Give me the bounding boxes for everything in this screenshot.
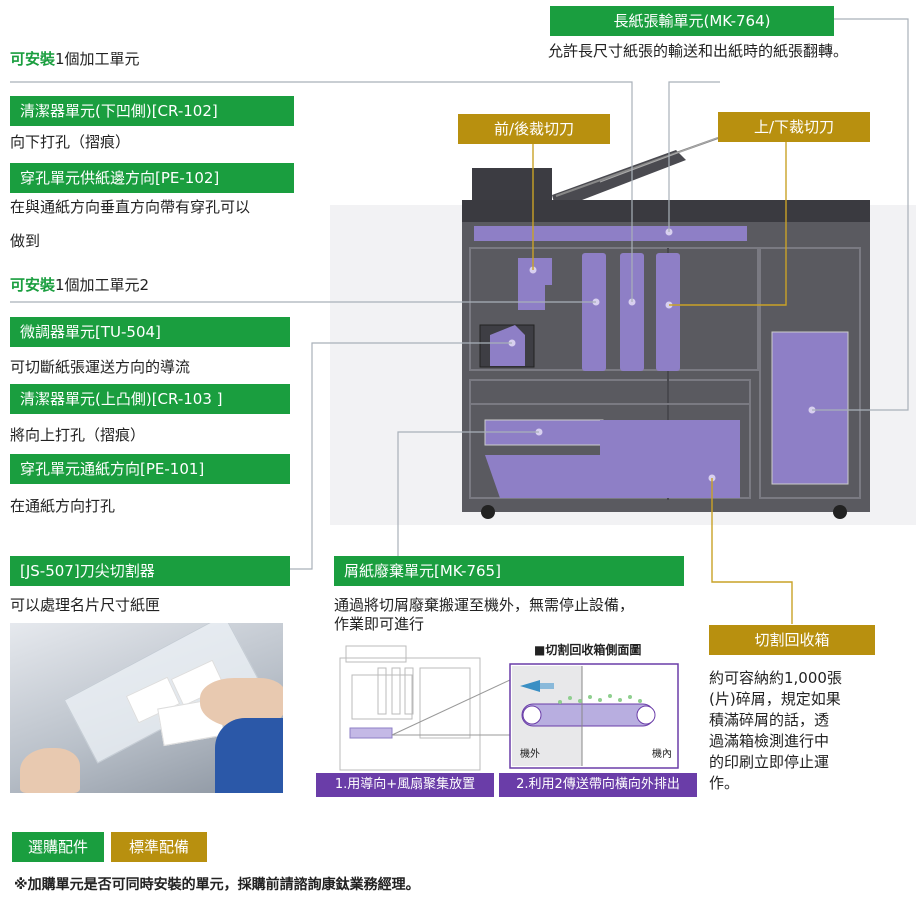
cutting-box-line: 過滿箱檢測進行中: [709, 732, 830, 750]
front-back-cutter-tag: 前/後裁切刀: [458, 114, 610, 144]
cutting-box-line: 積滿碎屑的話，透: [709, 711, 830, 729]
cutting-box-desc: 約可容納約1,000張 (片)碎屑，規定如果 積滿碎屑的話，透 過滿箱檢測進行中…: [709, 668, 842, 794]
tu504-tag: 微調器單元[TU-504]: [10, 317, 290, 347]
side-view-inside-label: 機內: [652, 749, 672, 760]
pe101-desc: 在通紙方向打孔: [10, 497, 116, 515]
cutting-box-tag: 切割回收箱: [709, 625, 875, 655]
cutting-box-line: (片)碎屑，規定如果: [709, 690, 841, 708]
unit1-suffix: 1個加工單元: [55, 50, 140, 68]
side-view-diagram: [339, 645, 679, 771]
up-down-cutter-tag: 上/下裁切刀: [718, 112, 870, 142]
cutting-box-line: 作。: [709, 774, 740, 792]
legend-optional: 選購配件: [12, 832, 104, 862]
tu504-desc: 可切斷紙張運送方向的導流: [10, 358, 191, 376]
pe102-desc-2: 做到: [10, 232, 41, 250]
caption-1: 1.用導向+風扇聚集放置: [316, 773, 494, 797]
unit2-title: 可安裝1個加工單元2: [10, 274, 149, 295]
pe102-tag: 穿孔單元供紙邊方向[PE-102]: [10, 163, 294, 193]
side-view-title: ■切割回收箱側面圖: [534, 643, 642, 657]
mk764-desc: 允許長尺寸紙張的輸送和出紙時的紙張翻轉。: [548, 42, 849, 60]
cr102-tag: 清潔器單元(下凹側)[CR-102]: [10, 96, 294, 126]
unit1-prefix: 可安裝: [10, 50, 56, 68]
mk764-tag: 長紙張輸單元(MK-764): [550, 6, 834, 36]
cr102-desc: 向下打孔（摺痕）: [10, 133, 131, 151]
mk765-tag: 屑紙廢棄單元[MK-765]: [334, 556, 684, 586]
pe101-tag: 穿孔單元通紙方向[PE-101]: [10, 454, 290, 484]
mk765-desc-1: 通過將切屑廢棄搬運至機外，無需停止設備，: [334, 596, 635, 614]
unit1-title: 可安裝1個加工單元: [10, 48, 140, 69]
side-view-outside-label: 機外: [520, 749, 540, 760]
unit2-prefix: 可安裝: [10, 276, 56, 294]
caption-2: 2.利用2傳送帶向橫向外排出: [499, 773, 697, 797]
footnote: ※加購單元是否可同時安裝的單元，採購前請諮詢康鈦業務經理。: [14, 877, 420, 893]
cr103-tag: 清潔器單元(上凸側)[CR-103 ]: [10, 384, 290, 414]
legend-standard: 標準配備: [111, 832, 207, 862]
exit-tray: [552, 150, 686, 210]
js507-tag: [JS-507]刀尖切割器: [10, 556, 290, 586]
mk765-desc-2: 作業即可進行: [334, 615, 425, 633]
card-cutter-photo: [10, 623, 283, 793]
unit2-suffix: 1個加工單元2: [55, 276, 150, 294]
js507-desc: 可以處理名片尺寸紙匣: [10, 596, 161, 614]
pe102-desc-1: 在與通紙方向垂直方向帶有穿孔可以: [10, 198, 251, 216]
cr103-desc: 將向上打孔（摺痕）: [10, 426, 146, 444]
cutting-box-line: 約可容納約1,000張: [709, 669, 842, 687]
cutting-box-line: 的印刷立即停止運: [709, 753, 830, 771]
